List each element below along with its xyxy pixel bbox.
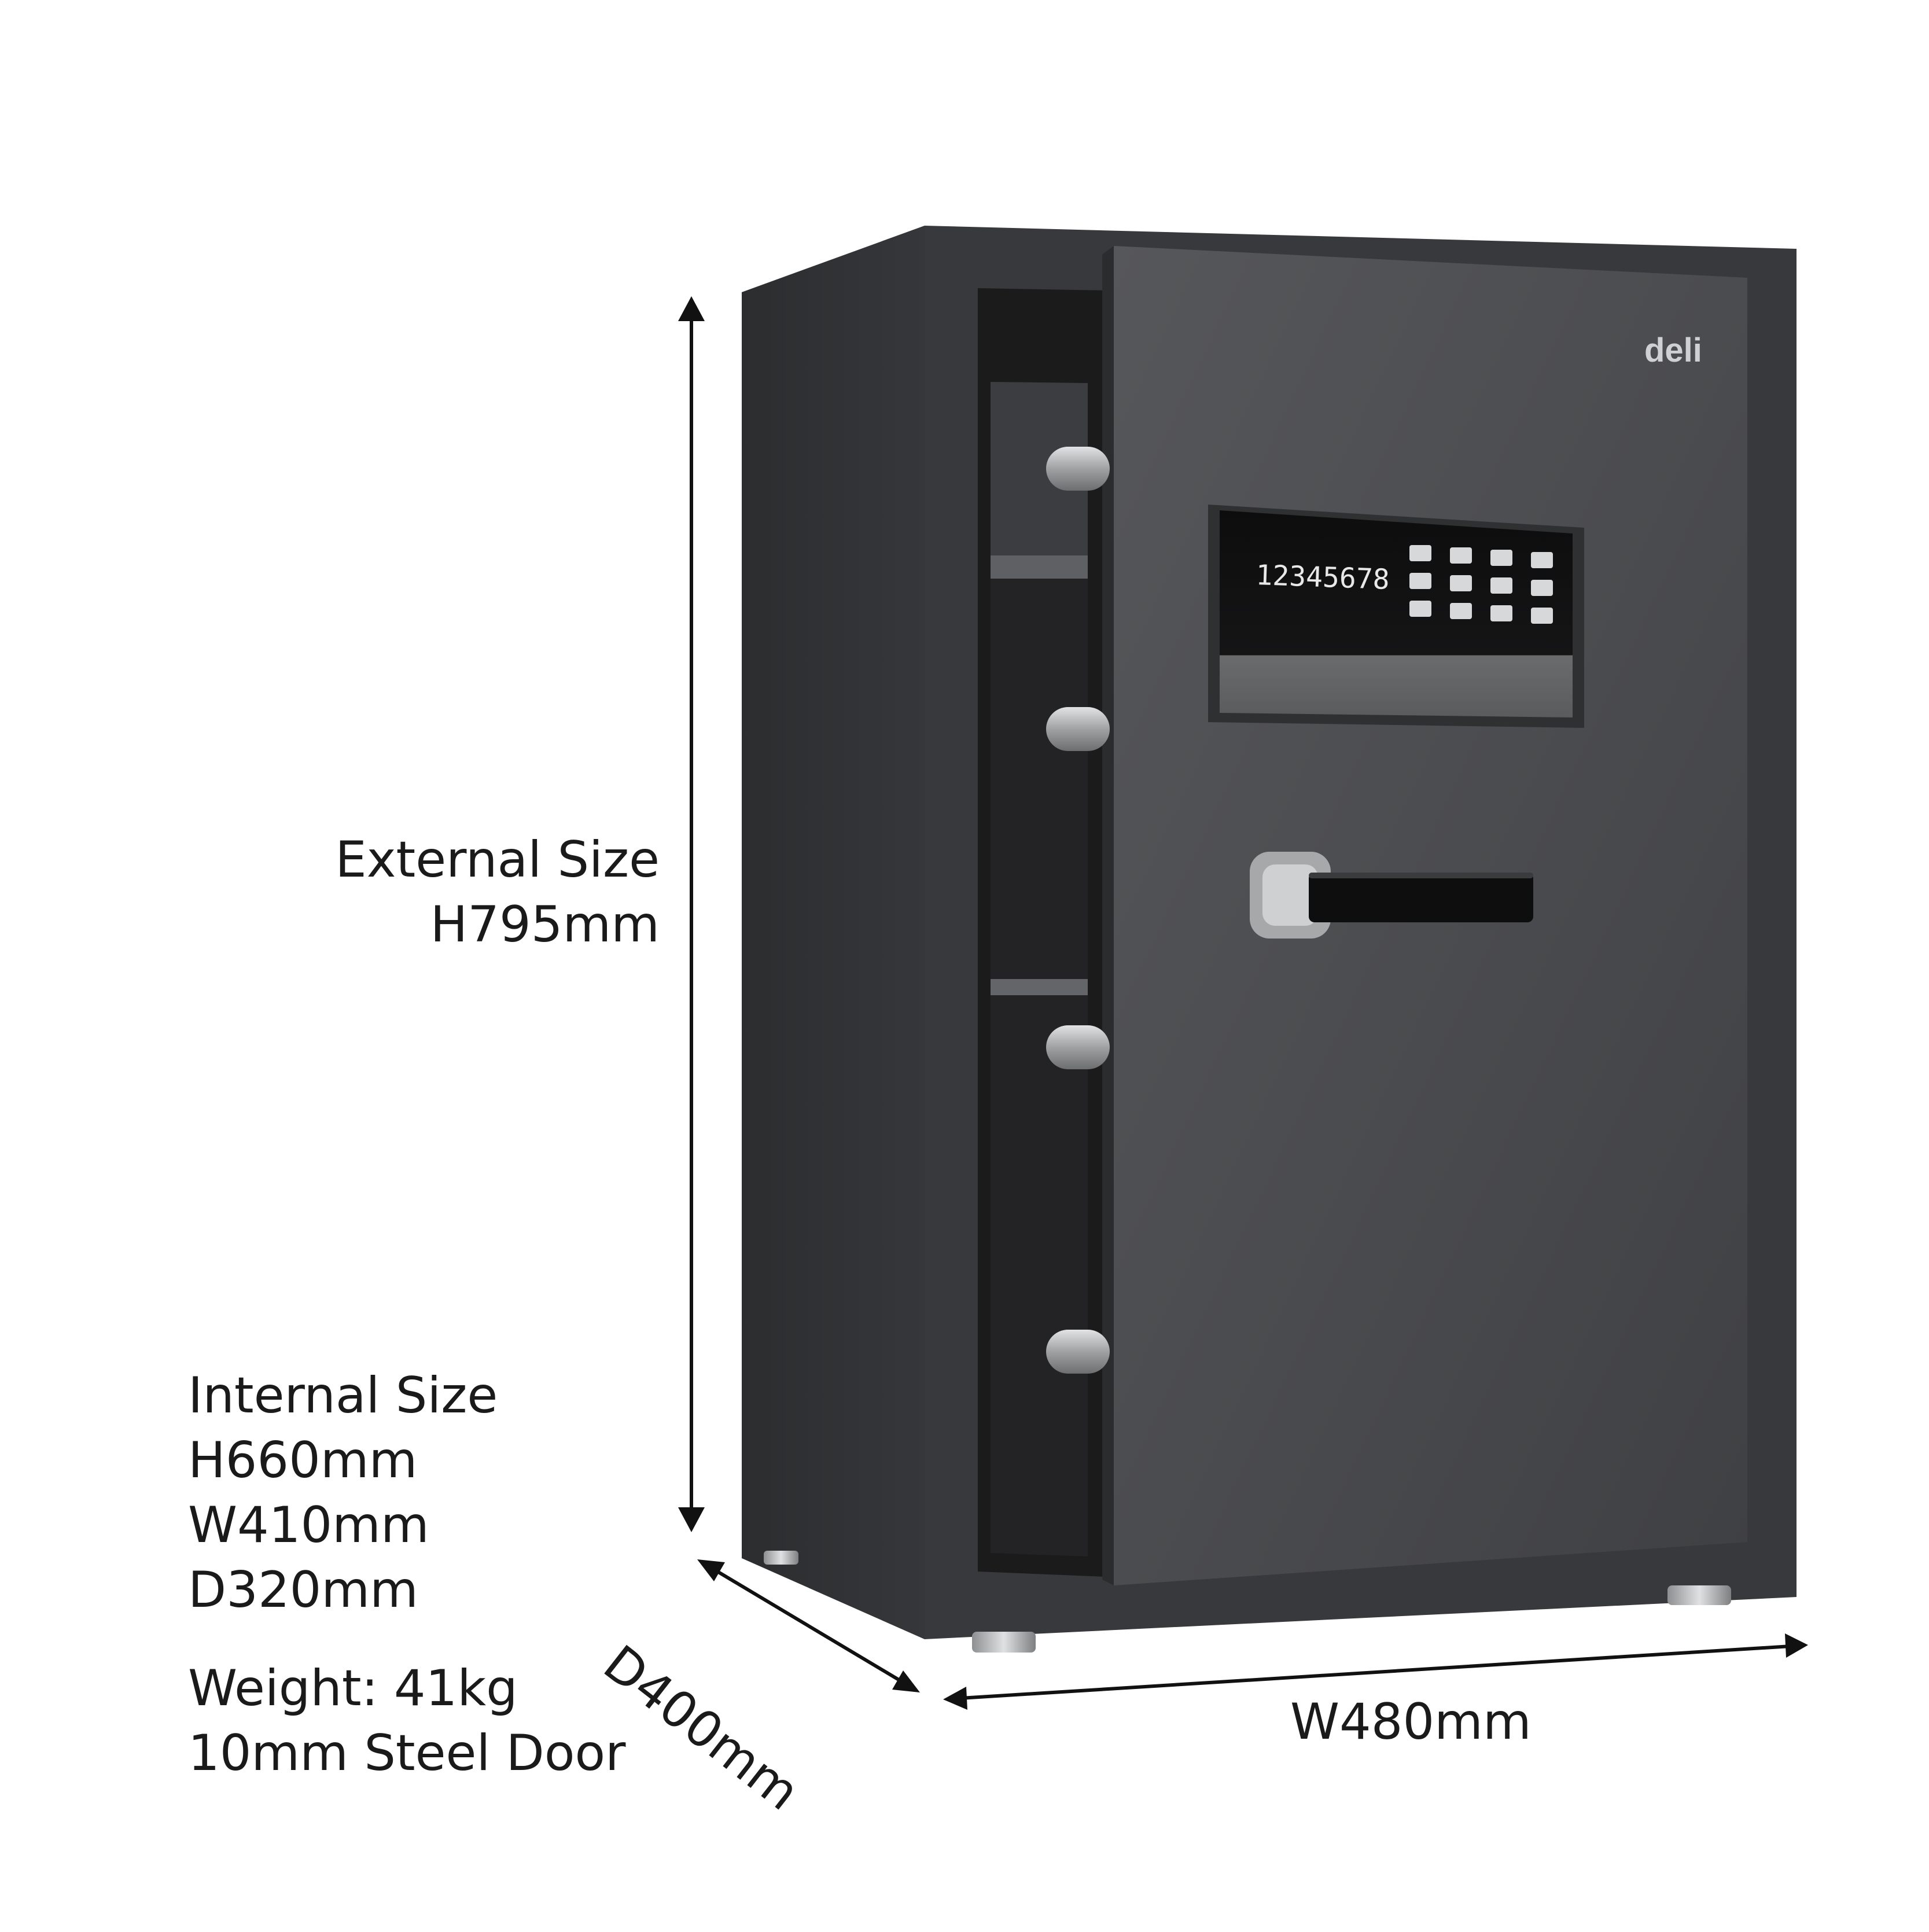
inner-shelf xyxy=(991,979,1088,995)
inner-drawer xyxy=(991,382,1088,558)
width-dimension-label: W480mm xyxy=(1290,1693,1532,1751)
brand-logo: deli xyxy=(1644,332,1702,369)
external-height-value: H795mm xyxy=(430,896,660,954)
safe-feet xyxy=(764,1551,1731,1653)
external-size-label: External Size H795mm xyxy=(301,827,660,957)
door-spec-value: 10mm Steel Door xyxy=(188,1724,626,1782)
height-dimension-arrow xyxy=(678,296,705,1532)
specs-label: Weight: 41kg 10mm Steel Door xyxy=(188,1656,626,1786)
door-handle xyxy=(1250,852,1533,939)
depth-dimension-arrow xyxy=(697,1559,920,1692)
door-edge xyxy=(1102,246,1114,1585)
keypad-panel xyxy=(1208,505,1584,728)
internal-size-label: Internal Size H660mm W410mm D320mm xyxy=(188,1363,498,1622)
safe-interior-back xyxy=(991,382,1088,1556)
internal-size-title: Internal Size xyxy=(188,1367,498,1425)
weight-value: Weight: 41kg xyxy=(188,1659,518,1717)
external-size-title: External Size xyxy=(335,831,660,889)
width-dimension-arrow xyxy=(943,1633,1808,1710)
locking-bolts xyxy=(1046,447,1110,1374)
internal-width-value: W410mm xyxy=(188,1496,429,1554)
internal-depth-value: D320mm xyxy=(188,1561,418,1619)
inner-drawer-front xyxy=(991,555,1088,579)
safe-side-panel xyxy=(742,226,925,1639)
keypad-display: 12345678 xyxy=(1256,559,1390,596)
internal-height-value: H660mm xyxy=(188,1431,418,1489)
